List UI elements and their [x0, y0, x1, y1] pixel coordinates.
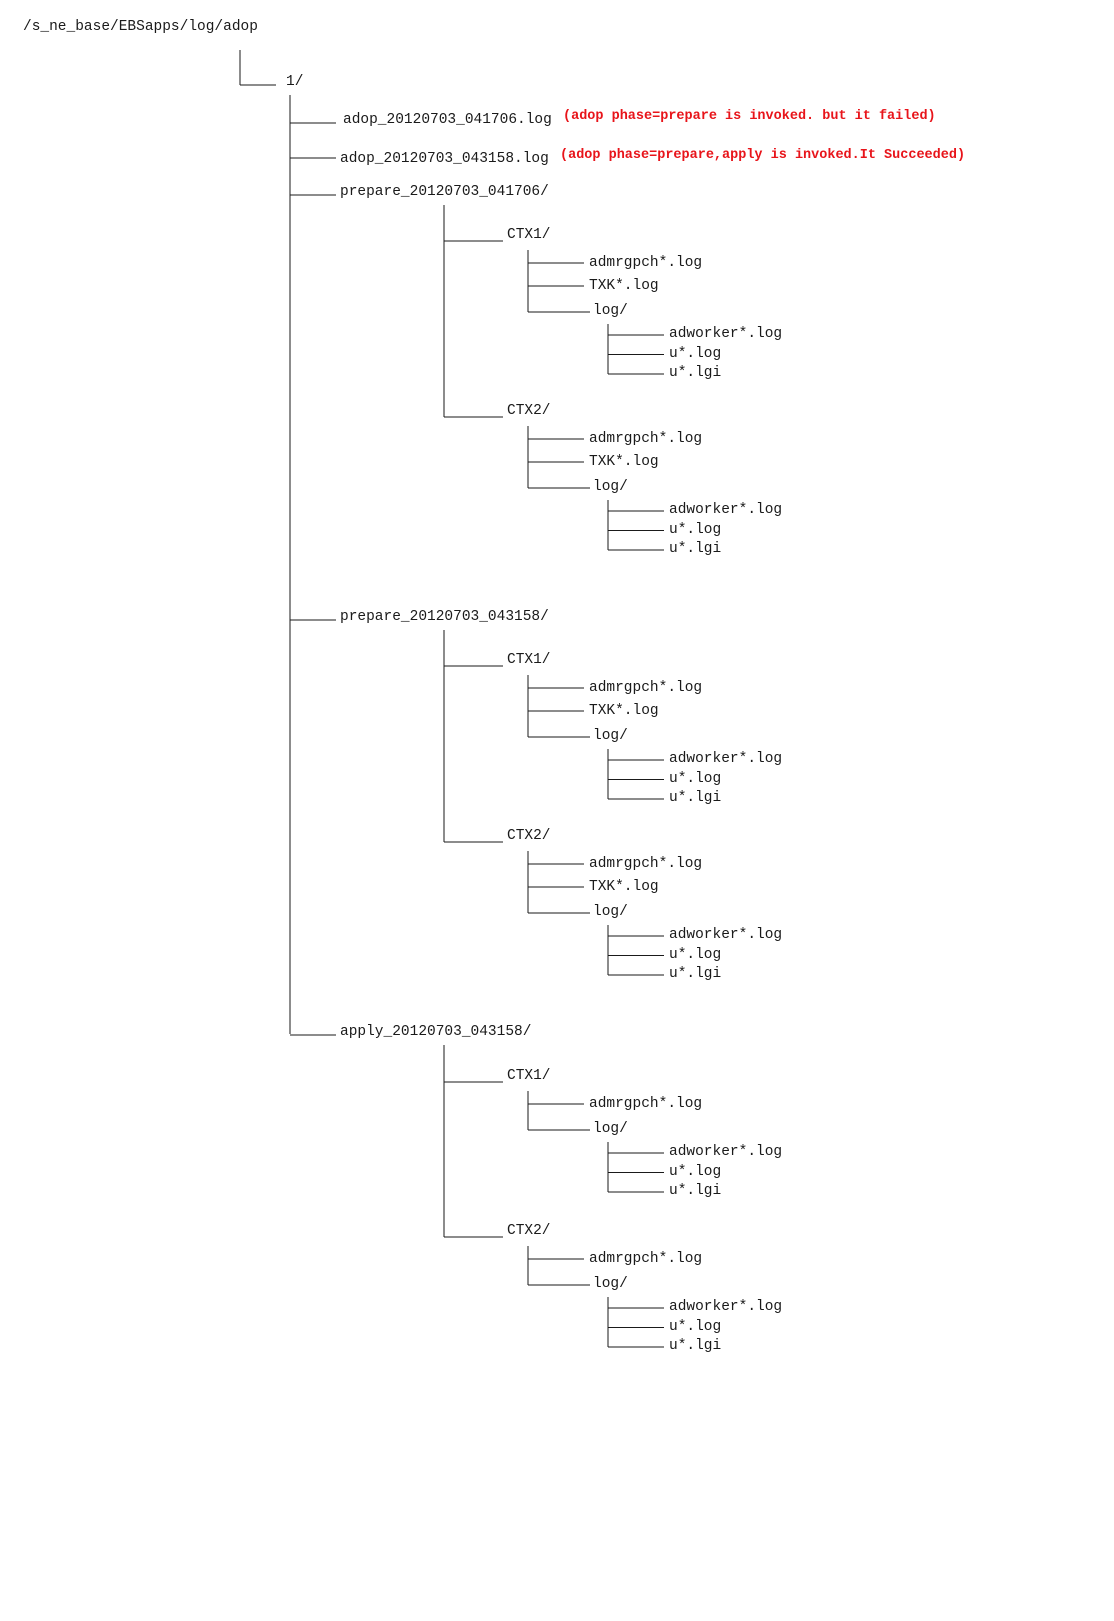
phase-dir: prepare_20120703_041706/: [340, 184, 549, 200]
log-file: admrgpch*.log: [589, 1251, 703, 1267]
root-path: /s_ne_base/EBSapps/log/adop: [23, 19, 258, 35]
log-file: TXK*.log: [589, 454, 659, 470]
session-dir: 1/: [286, 74, 304, 90]
worker-log-file: u*.lgi: [669, 966, 722, 982]
phase-dir: apply_20120703_043158/: [340, 1024, 532, 1040]
log-dir: log/: [593, 904, 628, 920]
adop-log-note-2: (adop phase=prepare,apply is invoked.It …: [560, 148, 966, 163]
log-file: admrgpch*.log: [589, 856, 703, 872]
context-dir: CTX2/: [507, 828, 551, 844]
log-file: TXK*.log: [589, 703, 659, 719]
worker-log-file: adworker*.log: [669, 326, 783, 342]
worker-log-file: adworker*.log: [669, 1299, 783, 1315]
worker-log-file: u*.lgi: [669, 541, 722, 557]
adop-log-file-1: adop_20120703_041706.log: [343, 112, 552, 128]
worker-log-file: u*.log: [669, 521, 722, 538]
log-file: TXK*.log: [589, 879, 659, 895]
worker-log-file: u*.log: [669, 1318, 722, 1335]
worker-log-file: u*.lgi: [669, 790, 722, 806]
log-dir: log/: [593, 479, 628, 495]
context-dir: CTX1/: [507, 1068, 551, 1084]
log-file: admrgpch*.log: [589, 680, 703, 696]
log-dir: log/: [593, 728, 628, 744]
context-dir: CTX1/: [507, 227, 551, 243]
log-file: admrgpch*.log: [589, 255, 703, 271]
worker-log-file: adworker*.log: [669, 927, 783, 943]
context-dir: CTX2/: [507, 1223, 551, 1239]
log-file: TXK*.log: [589, 278, 659, 294]
log-file: admrgpch*.log: [589, 1096, 703, 1112]
adop-log-file-2: adop_20120703_043158.log: [340, 151, 549, 167]
log-dir: log/: [593, 1276, 628, 1292]
log-file: admrgpch*.log: [589, 431, 703, 447]
log-dir: log/: [593, 303, 628, 319]
context-dir: CTX2/: [507, 403, 551, 419]
worker-log-file: adworker*.log: [669, 1144, 783, 1160]
worker-log-file: u*.log: [669, 770, 722, 787]
worker-log-file: u*.log: [669, 345, 722, 362]
worker-log-file: adworker*.log: [669, 502, 783, 518]
phase-dir: prepare_20120703_043158/: [340, 609, 549, 625]
log-dir: log/: [593, 1121, 628, 1137]
worker-log-file: u*.log: [669, 946, 722, 963]
worker-log-file: u*.lgi: [669, 1183, 722, 1199]
context-dir: CTX1/: [507, 652, 551, 668]
worker-log-file: u*.lgi: [669, 1338, 722, 1354]
worker-log-file: u*.log: [669, 1163, 722, 1180]
worker-log-file: u*.lgi: [669, 365, 722, 381]
worker-log-file: adworker*.log: [669, 751, 783, 767]
adop-log-note-1: (adop phase=prepare is invoked. but it f…: [563, 109, 936, 124]
